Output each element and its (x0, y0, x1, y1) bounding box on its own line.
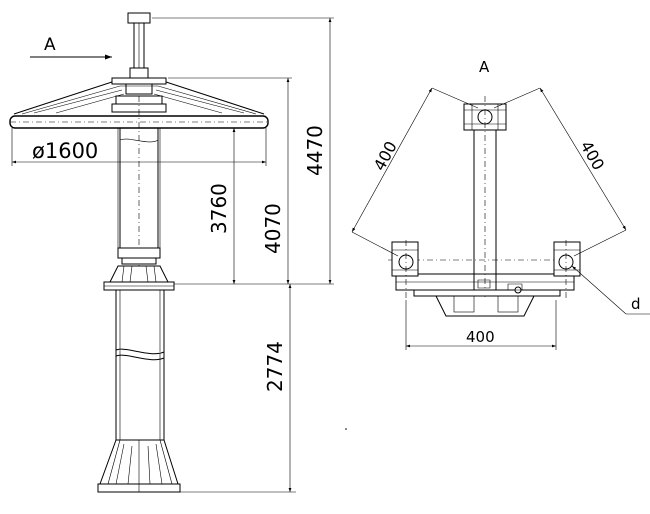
dim-arm-right-label: 400 (577, 138, 609, 174)
base (97, 439, 181, 493)
dim-2774: 2774 (263, 284, 292, 492)
upper-column (117, 96, 161, 270)
side-view: A (9, 12, 347, 493)
dim-arm-right: 400 (493, 87, 627, 257)
dim-4070-label: 4070 (261, 203, 285, 254)
extension-lines (152, 17, 334, 493)
dim-arm-left-label: 400 (370, 138, 401, 174)
top-clamp (463, 103, 507, 131)
dim-3760: 3760 (207, 127, 236, 284)
stray-dot (345, 428, 347, 430)
lower-column (115, 289, 165, 441)
left-clamp (391, 240, 419, 300)
dim-3760-label: 3760 (207, 183, 231, 234)
dim-2774-label: 2774 (263, 341, 287, 392)
dim-diameter: ø1600 (11, 128, 267, 166)
dim-base: 400 (405, 300, 557, 350)
right-clamp (553, 240, 581, 300)
detail-d: d (571, 265, 650, 315)
dim-4070: 4070 (261, 78, 290, 284)
detail-d-label: d (631, 295, 641, 313)
view-a: A (351, 58, 650, 350)
view-arrow-label: A (44, 35, 56, 55)
dim-4470: 4470 (303, 18, 332, 284)
view-arrow-a: A (30, 35, 112, 60)
bottom-bracket (413, 279, 561, 317)
dim-4470-label: 4470 (303, 125, 327, 176)
joint-flange (103, 265, 175, 291)
view-a-title: A (479, 58, 490, 76)
dim-base-label: 400 (466, 328, 495, 346)
dim-arm-left: 400 (351, 87, 479, 257)
dim-diameter-label: ø1600 (32, 139, 98, 163)
